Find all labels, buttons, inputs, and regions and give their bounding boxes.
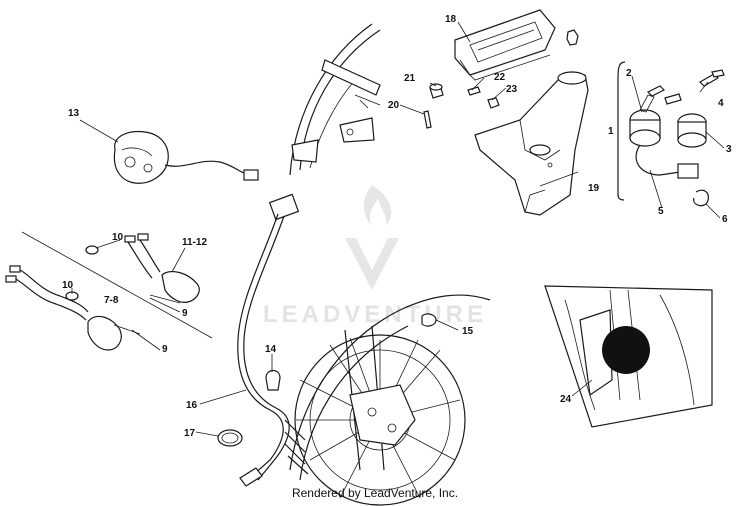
front-wheel [284, 294, 491, 506]
callout-23: 23 [506, 84, 518, 95]
grommet-and-clip [265, 313, 437, 391]
callout-labels: 13 18 19 20 21 22 23 1 2 3 4 5 6 10 11-1… [62, 14, 732, 439]
callout-20: 20 [388, 100, 400, 111]
speedometer-cable [237, 193, 300, 487]
handlebar-switch [113, 130, 259, 184]
turn-signals [5, 231, 213, 351]
instrument-cluster [454, 9, 579, 81]
callout-16: 16 [186, 400, 198, 411]
callout-10-lower: 10 [62, 280, 74, 291]
callout-11-12: 11-12 [182, 237, 207, 248]
leadventure-watermark: LEADVENTURE [263, 185, 487, 328]
hose-clamp [217, 429, 243, 447]
callout-10-upper: 10 [112, 232, 124, 243]
ignition-switch-assembly [617, 61, 725, 207]
callout-17: 17 [184, 428, 196, 439]
watermark-text: LEADVENTURE [263, 301, 487, 328]
front-fender [289, 23, 381, 176]
callout-22: 22 [494, 72, 506, 83]
callout-1: 1 [608, 126, 614, 137]
callout-14: 14 [265, 344, 277, 355]
detail-inset [544, 285, 713, 428]
callout-leader-lines [71, 21, 725, 437]
callout-24: 24 [560, 394, 572, 405]
callout-2: 2 [626, 68, 632, 79]
callout-13: 13 [68, 108, 80, 119]
callout-4: 4 [718, 98, 724, 109]
callout-19: 19 [588, 183, 600, 194]
mounting-bracket [474, 71, 589, 216]
callout-9-lower: 9 [162, 344, 168, 355]
callout-18: 18 [445, 14, 457, 25]
callout-9-upper: 9 [182, 308, 188, 319]
callout-6: 6 [722, 214, 728, 225]
callout-5: 5 [658, 206, 664, 217]
callout-21: 21 [404, 73, 416, 84]
callout-3: 3 [726, 144, 732, 155]
footer-credit: Rendered by LeadVenture, Inc. [291, 486, 459, 500]
hardware-small-parts [423, 83, 500, 129]
callout-7-8: 7-8 [104, 295, 119, 306]
callout-15: 15 [462, 326, 474, 337]
